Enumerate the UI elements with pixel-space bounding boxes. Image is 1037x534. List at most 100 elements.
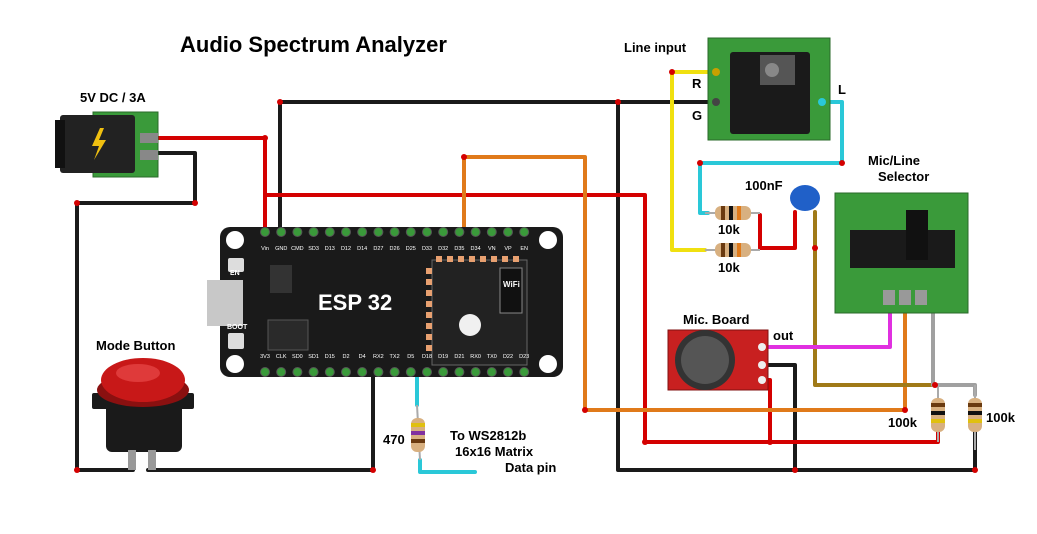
top-pin-label-gnd: GND <box>275 246 287 252</box>
top-pin-label-d27: D27 <box>373 246 383 252</box>
bottom-pin-label-d18: D18 <box>422 354 432 360</box>
top-pin-cmd <box>292 227 303 237</box>
bottom-pin-rx0 <box>470 367 481 377</box>
top-pin-label-d34: D34 <box>471 246 481 252</box>
bottom-pin-label-d5: D5 <box>407 354 414 360</box>
line-input-l: L <box>838 82 846 97</box>
bottom-pin-d23 <box>519 367 530 377</box>
bottom-pin-sd1 <box>308 367 319 377</box>
capacitor-label: 100nF <box>745 178 783 193</box>
top-pin-d33 <box>422 227 432 237</box>
bottom-pin-clk <box>276 367 287 377</box>
top-pin-label-vp: VP <box>504 246 512 252</box>
mic-board <box>667 329 769 391</box>
top-pin-d14 <box>357 227 368 237</box>
wire-orange <box>462 155 907 412</box>
line-input-label: Line input <box>624 40 687 55</box>
resistor-10k-1 <box>705 206 760 220</box>
line-input-r: R <box>692 76 702 91</box>
top-pin-vin <box>260 227 270 237</box>
shield-pad <box>513 256 519 262</box>
top-pin-label-d32: D32 <box>438 246 448 252</box>
mic-out-label: out <box>773 328 794 343</box>
bottom-pin-label-clk: CLK <box>276 354 287 360</box>
shield-pad <box>491 256 497 262</box>
shield-pad <box>426 279 432 285</box>
bottom-pin-d2 <box>341 367 351 377</box>
bottom-pin-label-d21: D21 <box>454 354 464 360</box>
resistor-470 <box>411 404 425 461</box>
top-pin-label-d35: D35 <box>454 246 464 252</box>
bottom-pin-d21 <box>454 367 465 377</box>
wire-magenta <box>760 303 892 349</box>
bottom-pin-label-tx0: TX0 <box>487 354 497 360</box>
mic-label: Mic. Board <box>683 312 750 327</box>
top-pin-d27 <box>373 227 384 237</box>
top-pin-label-vn: VN <box>488 246 496 252</box>
shield-pad <box>458 256 464 262</box>
power-jack <box>55 111 159 178</box>
shield-pad <box>426 268 432 274</box>
esp32-pads <box>426 256 519 351</box>
resistor-r3-label: 470 <box>383 432 405 447</box>
bottom-pin-tx0 <box>486 367 497 377</box>
bottom-pin-d5 <box>405 367 416 377</box>
bottom-pin-label-sd0: SD0 <box>292 354 303 360</box>
en-button[interactable] <box>228 258 244 272</box>
boot-button[interactable] <box>228 333 244 349</box>
shield-pad <box>469 256 475 262</box>
mode-button-label: Mode Button <box>96 338 176 353</box>
power-label: 5V DC / 3A <box>80 90 146 105</box>
resistor-r1-label: 10k <box>718 222 740 237</box>
shield-pad <box>426 345 432 351</box>
bottom-pin-label-d23: D23 <box>519 354 529 360</box>
top-pin-en <box>519 227 530 237</box>
bottom-pin-label-sd1: SD1 <box>308 354 319 360</box>
line-input-jack <box>707 37 831 141</box>
top-pin-d32 <box>438 227 449 237</box>
top-pin-label-en: EN <box>520 246 528 252</box>
wire-black-top <box>278 100 977 472</box>
top-pin-d12 <box>341 227 351 237</box>
selector-label-1: Mic/Line <box>868 153 921 168</box>
bottom-pin-label-3v3: 3V3 <box>260 354 270 360</box>
bottom-pin-label-d2: D2 <box>342 354 349 360</box>
esp32-en-label: EN <box>230 270 240 277</box>
led-note-3: Data pin <box>505 460 557 475</box>
top-pin-d25 <box>405 227 416 237</box>
bottom-pin-label-rx2: RX2 <box>373 354 384 360</box>
wire-cyan-data2 <box>418 458 477 474</box>
top-pin-label-d26: D26 <box>390 246 400 252</box>
mic-line-selector[interactable] <box>834 192 969 314</box>
top-pin-label-d12: D12 <box>341 246 351 252</box>
bottom-pin-3v3 <box>260 367 270 377</box>
top-pin-vn <box>486 227 497 237</box>
top-pin-label-cmd: CMD <box>291 246 304 252</box>
lightning-icon <box>92 128 106 160</box>
bottom-pin-tx2 <box>389 367 400 377</box>
bottom-pin-d18 <box>422 367 432 377</box>
bottom-pin-label-rx0: RX0 <box>470 354 481 360</box>
resistor-r2-label: 10k <box>718 260 740 275</box>
top-pin-d13 <box>324 227 335 237</box>
bottom-pin-label-d19: D19 <box>438 354 448 360</box>
top-pin-label-d33: D33 <box>422 246 432 252</box>
shield-pad <box>426 290 432 296</box>
wire-cyan-l <box>698 100 844 215</box>
bottom-pin-label-d15: D15 <box>325 354 335 360</box>
mode-button[interactable] <box>92 358 194 470</box>
esp32-boot-label: BOOT <box>227 324 248 331</box>
bottom-pin-d15 <box>324 367 335 377</box>
esp32-wifi-label: WiFi <box>503 280 520 289</box>
top-pin-gnd <box>276 227 287 237</box>
shield-pad <box>436 256 442 262</box>
resistor-10k-2 <box>705 243 760 257</box>
resistor-r4-label: 100k <box>888 415 917 430</box>
wire-red-cap <box>758 210 797 250</box>
bottom-pin-label-tx2: TX2 <box>390 354 400 360</box>
resistors <box>411 206 982 461</box>
led-note-1: To WS2812b <box>450 428 527 443</box>
